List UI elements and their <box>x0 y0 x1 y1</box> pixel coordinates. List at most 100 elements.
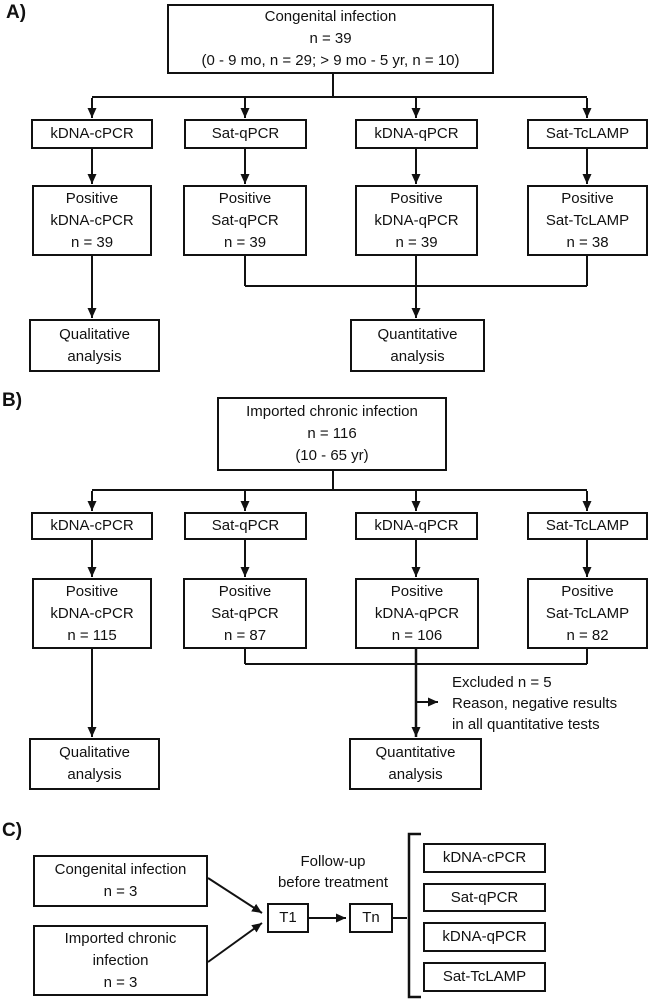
a-positive-2-line-3: n = 39 <box>223 233 267 251</box>
a-positive-1-line-2: kDNA-cPCR <box>50 211 134 229</box>
a-qualitative-line-1: Qualitative <box>59 325 130 343</box>
a-quantitative-analysis-box: Quantitative analysis <box>350 319 485 372</box>
panel-b-label: B) <box>2 390 23 411</box>
b-positive-4-line-3: n = 82 <box>566 626 609 644</box>
a-positive-2-line-2: Sat-qPCR <box>211 211 279 229</box>
b-quantitative-line-2: analysis <box>388 766 443 783</box>
b-test-label-4: Sat-TcLAMP <box>545 517 630 534</box>
c-congenital-line-2: n = 3 <box>103 883 138 900</box>
a-positive-3-line-3: n = 39 <box>395 233 438 251</box>
b-excluded-line-3: in all quantitative tests <box>452 716 600 733</box>
b-positive-2-line-2: Sat-qPCR <box>211 604 279 622</box>
b-excluded-line-2: Reason, negative results <box>452 695 618 712</box>
b-root-line-2: n = 116 <box>307 425 357 442</box>
a-positive-box-sat-tclamp: Positive Sat-TcLAMP n = 38 <box>527 185 648 256</box>
a-test-label-3: kDNA-qPCR <box>374 125 459 142</box>
b-quantitative-analysis-box: Quantitative analysis <box>349 738 482 790</box>
a-test-box-sat-tclamp: Sat-TcLAMP <box>527 119 648 149</box>
c-test-box-sat-tclamp: Sat-TcLAMP <box>423 962 546 992</box>
c-followup-line-1: Follow-up <box>300 853 366 870</box>
panel-a-label: A) <box>6 2 27 23</box>
a-qualitative-analysis-box: Qualitative analysis <box>29 319 160 372</box>
a-positive-3-line-2: kDNA-qPCR <box>374 211 459 229</box>
b-positive-1-line-3: n = 115 <box>67 626 117 644</box>
a-test-box-kdna-qpcr: kDNA-qPCR <box>355 119 478 149</box>
a-test-label-1: kDNA-cPCR <box>50 125 134 142</box>
b-test-box-kdna-qpcr: kDNA-qPCR <box>355 512 478 540</box>
b-excluded-note: Excluded n = 5 Reason, negative results … <box>452 672 648 735</box>
b-quantitative-line-1: Quantitative <box>375 744 456 761</box>
c-followup-line-2: before treatment <box>277 874 389 891</box>
b-root-line-1: Imported chronic infection <box>246 403 418 420</box>
b-positive-2-line-1: Positive <box>218 582 272 600</box>
c-test-box-kdna-cpcr: kDNA-cPCR <box>423 843 546 873</box>
b-positive-1-line-1: Positive <box>65 582 119 600</box>
c-tn-box: Tn <box>349 903 393 933</box>
b-positive-box-kdna-cpcr: Positive kDNA-cPCR n = 115 <box>32 578 152 649</box>
panel-b-connectors <box>87 471 592 737</box>
a-positive-4-line-3: n = 38 <box>566 233 609 251</box>
a-positive-3-line-1: Positive <box>390 189 443 207</box>
a-positive-box-sat-qpcr: Positive Sat-qPCR n = 39 <box>183 185 307 256</box>
b-positive-box-sat-tclamp: Positive Sat-TcLAMP n = 82 <box>527 578 648 649</box>
b-positive-4-line-2: Sat-TcLAMP <box>545 604 630 622</box>
b-positive-4-line-1: Positive <box>561 582 614 600</box>
b-test-box-sat-qpcr: Sat-qPCR <box>184 512 307 540</box>
b-test-label-2: Sat-qPCR <box>211 517 280 534</box>
panel-a-connectors <box>87 74 592 318</box>
b-root-line-3: (10 - 65 yr) <box>295 447 369 464</box>
c-test-box-kdna-qpcr: kDNA-qPCR <box>423 922 546 952</box>
b-positive-1-line-2: kDNA-cPCR <box>50 604 134 622</box>
a-positive-1-line-1: Positive <box>65 189 119 207</box>
b-test-box-kdna-cpcr: kDNA-cPCR <box>31 512 153 540</box>
b-positive-3-line-1: Positive <box>390 582 444 600</box>
a-positive-4-line-1: Positive <box>561 189 614 207</box>
c-congenital-line-1: Congenital infection <box>54 861 187 878</box>
c-imported-chronic-infection-box: Imported chronic infection n = 3 <box>33 925 208 996</box>
c-test-label-2: Sat-qPCR <box>450 888 519 906</box>
c-congenital-infection-box: Congenital infection n = 3 <box>33 855 208 907</box>
a-quantitative-line-1: Quantitative <box>377 325 458 343</box>
a-positive-box-kdna-qpcr: Positive kDNA-qPCR n = 39 <box>355 185 478 256</box>
a-test-box-sat-qpcr: Sat-qPCR <box>184 119 307 149</box>
b-test-label-1: kDNA-cPCR <box>50 517 134 534</box>
a-test-label-4: Sat-TcLAMP <box>545 125 630 142</box>
c-test-label-1: kDNA-cPCR <box>442 849 527 866</box>
b-positive-box-sat-qpcr: Positive Sat-qPCR n = 87 <box>183 578 307 649</box>
b-test-label-3: kDNA-qPCR <box>374 517 459 534</box>
panel-c-connectors <box>207 832 421 999</box>
b-qualitative-line-1: Qualitative <box>59 744 130 761</box>
c-t1-box: T1 <box>267 903 309 933</box>
b-positive-2-line-3: n = 87 <box>223 626 267 644</box>
b-root-box-imported-chronic-infection: Imported chronic infection n = 116 (10 -… <box>217 397 447 471</box>
a-root-line-2: n = 39 <box>309 30 352 47</box>
b-qualitative-analysis-box: Qualitative analysis <box>29 738 160 790</box>
panel-c-label: C) <box>2 820 23 841</box>
a-positive-2-line-1: Positive <box>218 189 272 207</box>
c-imported-line-1: Imported chronic <box>64 929 177 947</box>
b-test-box-sat-tclamp: Sat-TcLAMP <box>527 512 648 540</box>
a-test-label-2: Sat-qPCR <box>211 125 280 142</box>
a-root-line-3: (0 - 9 mo, n = 29; > 9 mo - 5 yr, n = 10… <box>201 52 460 69</box>
a-test-box-kdna-cpcr: kDNA-cPCR <box>31 119 153 149</box>
c-test-label-4: Sat-TcLAMP <box>442 968 527 985</box>
c-followup-label: Follow-up before treatment <box>243 851 423 893</box>
a-positive-1-line-3: n = 39 <box>70 233 114 251</box>
a-qualitative-line-2: analysis <box>67 347 122 365</box>
c-t1-label: T1 <box>279 909 297 926</box>
b-positive-box-kdna-qpcr: Positive kDNA-qPCR n = 106 <box>355 578 479 649</box>
c-tn-label: Tn <box>362 909 380 926</box>
a-quantitative-line-2: analysis <box>390 347 445 365</box>
b-positive-3-line-3: n = 106 <box>391 626 443 644</box>
c-test-label-3: kDNA-qPCR <box>442 928 527 945</box>
b-excluded-line-1: Excluded n = 5 <box>452 674 552 691</box>
c-imported-line-3: n = 3 <box>103 973 138 991</box>
b-qualitative-line-2: analysis <box>67 766 122 783</box>
c-test-box-sat-qpcr: Sat-qPCR <box>423 883 546 912</box>
b-positive-3-line-2: kDNA-qPCR <box>374 604 460 622</box>
a-positive-box-kdna-cpcr: Positive kDNA-cPCR n = 39 <box>32 185 152 256</box>
c-imported-line-2: infection <box>92 951 149 969</box>
a-root-line-1: Congenital infection <box>264 8 397 25</box>
